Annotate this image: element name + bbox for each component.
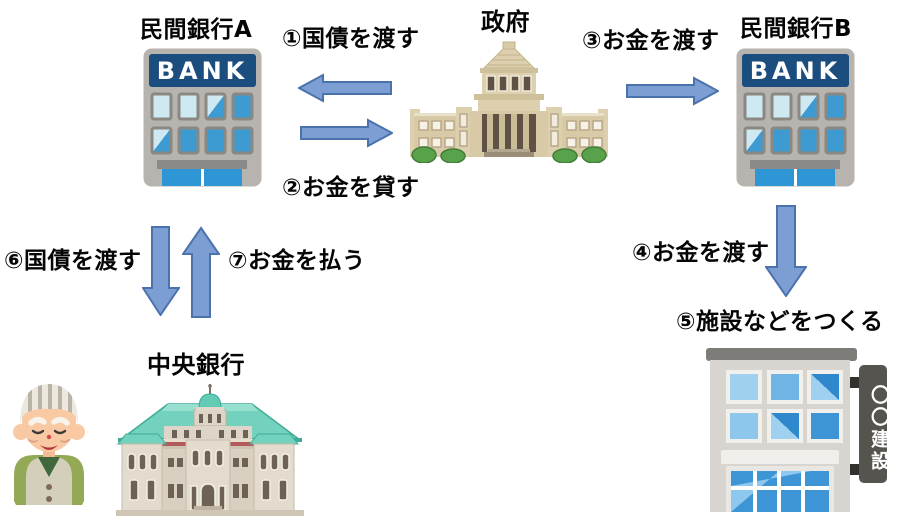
- government-label: 政府: [481, 8, 530, 36]
- step7-label: ⑦お金を払う: [228, 248, 366, 274]
- bank-b-label: 民間銀行B: [740, 16, 853, 42]
- arrow-bank-a-to-government: [300, 118, 393, 148]
- arrow-bank-b-to-construction: [765, 205, 807, 297]
- construction-building-illustration: [706, 348, 887, 512]
- step5-label: ⑤施設などをつくる: [676, 309, 884, 335]
- step6-label: ⑥国債を渡す: [4, 248, 142, 274]
- bank-a-sign-text: BANK: [157, 57, 249, 85]
- construction-sign-text: 〇〇建設: [868, 385, 890, 473]
- bushes: [411, 146, 607, 163]
- bank-b-sign-text: BANK: [750, 57, 842, 85]
- bank-a-building-illustration: BANK: [143, 48, 262, 187]
- step4-label: ④お金を渡す: [632, 240, 770, 266]
- arrow-government-to-bank-a: [298, 73, 392, 103]
- step1-label: ①国債を渡す: [282, 26, 420, 52]
- central-bank-building-illustration: [116, 384, 304, 516]
- bank-a-label: 民間銀行A: [140, 17, 253, 43]
- arrow-bank-a-to-central-bank: [142, 226, 180, 316]
- step3-label: ③お金を渡す: [582, 28, 720, 54]
- bank-b-building-illustration: BANK: [736, 48, 855, 187]
- government-building-illustration: [410, 41, 608, 163]
- step2-label: ②お金を貸す: [282, 175, 420, 201]
- elderly-man-illustration: [13, 384, 85, 505]
- bank-sign: [149, 54, 256, 87]
- bank-sign: [742, 54, 849, 87]
- arrow-central-bank-to-bank-a: [182, 226, 220, 318]
- construction-signboard: [859, 365, 887, 483]
- central-bank-label: 中央銀行: [147, 351, 245, 379]
- arrow-government-to-bank-b: [626, 76, 719, 106]
